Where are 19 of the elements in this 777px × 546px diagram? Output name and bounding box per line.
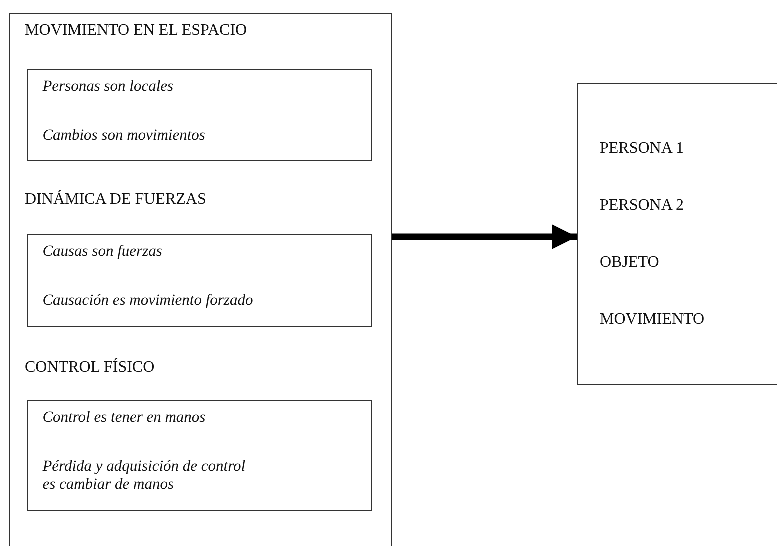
- metaphor-text: Causación es movimiento forzado: [42, 292, 254, 310]
- metaphor-box: [26, 234, 372, 327]
- metaphor-text: Causas son fuerzas: [42, 242, 162, 260]
- metaphor-text: Control es tener en manos: [42, 408, 206, 426]
- concept-box: [577, 83, 777, 385]
- section-heading: CONTROL FÍSICO: [25, 359, 155, 377]
- metaphor-box: [26, 68, 372, 161]
- arrow: [392, 224, 577, 250]
- metaphor-text: Personas son locales: [42, 78, 174, 96]
- section-heading: DINÁMICA DE FUERZAS: [25, 191, 206, 209]
- metaphor-text: Pérdida y adquisición de control es cambiar de manos: [42, 458, 247, 494]
- concept-box: [9, 13, 392, 546]
- section-heading: MOVIMIENTO EN EL ESPACIO: [25, 22, 248, 40]
- role-label: MOVIMIENTO: [600, 311, 705, 329]
- role-label: PERSONA 1: [600, 140, 684, 158]
- metaphor-text: Cambios son movimientos: [42, 126, 206, 144]
- role-label: PERSONA 2: [600, 197, 684, 215]
- role-label: OBJETO: [600, 254, 660, 272]
- metaphor-box: [26, 400, 372, 511]
